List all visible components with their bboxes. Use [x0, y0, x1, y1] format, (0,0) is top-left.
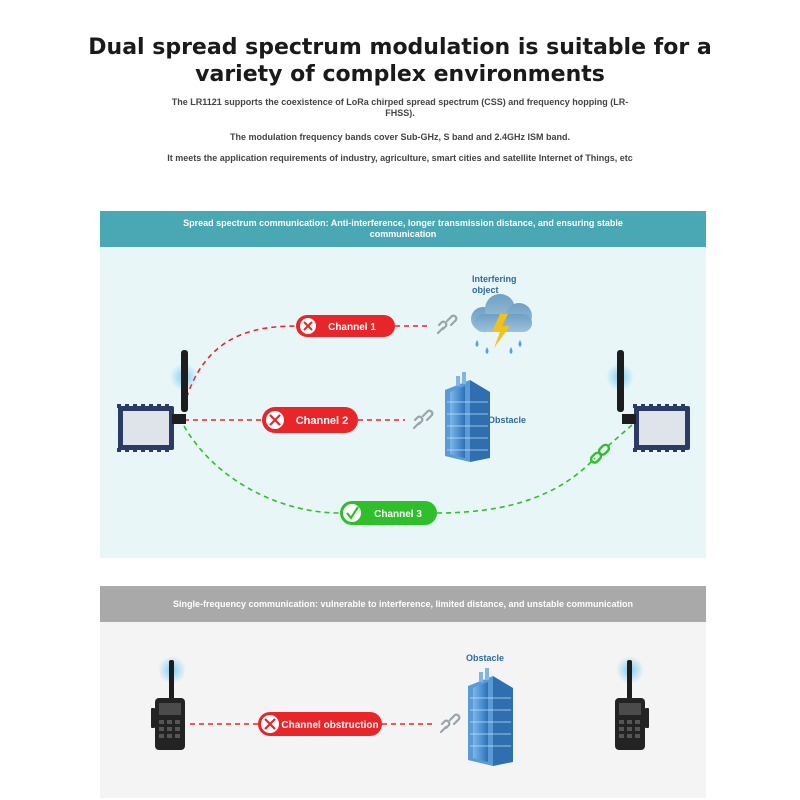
single-frequency-panel: Single-frequency communication: vulnerab… — [100, 586, 706, 798]
interfering-label-line1: Interfering — [472, 274, 517, 284]
broken-link-icon — [412, 409, 434, 430]
spread-spectrum-banner: Spread spectrum communication: Anti-inte… — [100, 211, 706, 247]
close-icon — [264, 718, 276, 730]
check-icon — [346, 506, 359, 520]
channel-3-pill: Channel 3 — [340, 501, 437, 525]
channel-2-label: Channel 2 — [296, 415, 349, 427]
description-css-lrfhss: The LR1121 supports the coexistence of L… — [171, 97, 629, 118]
lightning-icon — [492, 314, 510, 348]
interfering-label-line2: object — [472, 285, 499, 295]
channel-1-path — [183, 325, 301, 407]
antenna-icon — [617, 350, 624, 412]
walkie-talkie-left — [151, 656, 186, 750]
link-icon — [589, 443, 611, 464]
lora-module-right — [606, 350, 690, 452]
walkie-talkie-right — [615, 656, 649, 750]
building-icon — [445, 372, 490, 462]
channel-1-pill: Channel 1 — [296, 315, 395, 337]
single-frequency-banner: Single-frequency communication: vulnerab… — [100, 586, 706, 622]
title-line-1: Dual spread spectrum modulation is suita… — [88, 35, 712, 60]
spread-spectrum-panel: Spread spectrum communication: Anti-inte… — [100, 211, 706, 558]
broken-link-icon — [436, 314, 458, 335]
antenna-icon — [169, 660, 174, 700]
description-frequency-bands: The modulation frequency bands cover Sub… — [229, 132, 571, 142]
channel-3-path — [183, 425, 341, 514]
channel-3-path-end — [607, 424, 633, 447]
channel-1-label: Channel 1 — [328, 322, 376, 333]
antenna-icon — [627, 660, 632, 700]
close-icon — [303, 321, 313, 331]
channel-3-path-tail — [436, 457, 596, 514]
rain-icon — [475, 340, 522, 354]
lora-module-left — [117, 350, 198, 452]
obstacle-label-bottom: Obstacle — [466, 653, 504, 663]
channel-obstruction-label: Channel obstruction — [281, 720, 378, 731]
broken-link-icon — [439, 713, 461, 734]
close-icon — [269, 414, 281, 426]
obstacle-label-top: Obstacle — [488, 415, 526, 425]
channel-2-pill: Channel 2 — [262, 407, 358, 433]
description-applications: It meets the application requirements of… — [167, 153, 633, 163]
storm-cloud-icon — [471, 294, 532, 354]
title-line-2: variety of complex environments — [195, 62, 605, 87]
page-title: Dual spread spectrum modulation is suita… — [60, 34, 740, 88]
channel-3-label: Channel 3 — [374, 509, 422, 520]
building-icon — [468, 668, 513, 766]
antenna-icon — [181, 350, 188, 412]
channel-obstruction-pill: Channel obstruction — [258, 712, 382, 736]
